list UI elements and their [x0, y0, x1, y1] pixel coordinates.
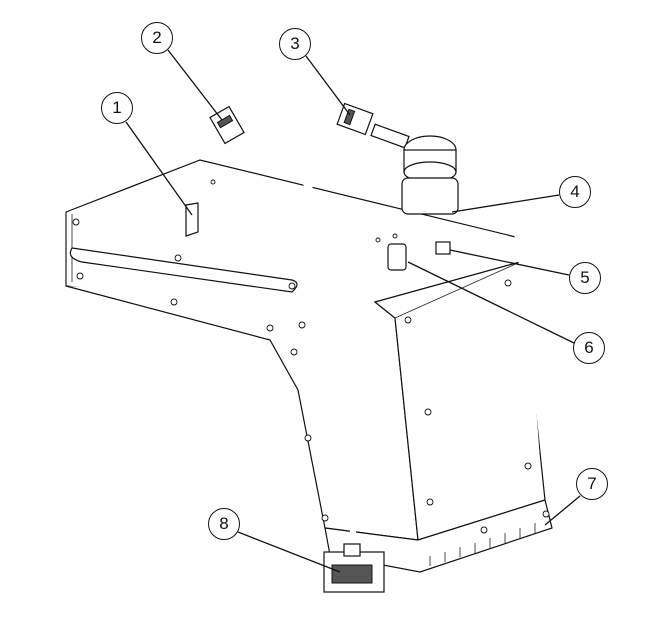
callout-1: 1	[101, 92, 133, 124]
port-6	[387, 243, 407, 271]
callout-8: 8	[208, 508, 240, 540]
connector-3	[336, 102, 410, 149]
callout-3: 3	[279, 28, 311, 60]
side-panel	[65, 285, 419, 541]
flange-slots	[429, 523, 536, 566]
callout-7: 7	[576, 468, 608, 500]
slot	[69, 247, 298, 293]
callout-5: 5	[569, 262, 601, 294]
callout-4: 4	[559, 176, 591, 208]
screw-holes	[72, 179, 550, 534]
port-5	[435, 241, 451, 255]
bracket	[185, 202, 199, 237]
bottom-fitting	[323, 543, 385, 593]
callout-6: 6	[573, 332, 605, 364]
callout-2: 2	[141, 22, 173, 54]
filter	[401, 135, 459, 215]
leader-lines	[125, 49, 581, 573]
